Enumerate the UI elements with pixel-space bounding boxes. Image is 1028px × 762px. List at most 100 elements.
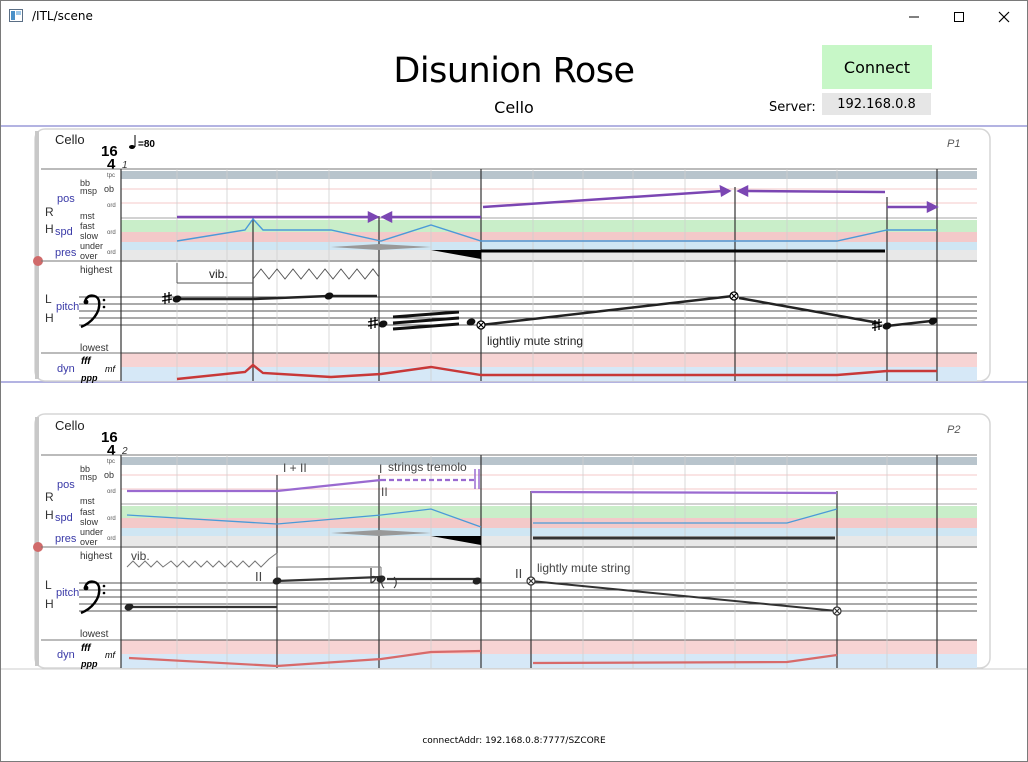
dyn-label-fff: fff — [81, 356, 92, 367]
level-label-bb: bb — [80, 464, 90, 474]
muted-note-icon — [832, 606, 842, 616]
tempo-marking: =80 — [138, 139, 155, 150]
level-label-mst: mst — [80, 211, 95, 221]
bar-number: 2 — [121, 446, 128, 457]
time-signature-top: 16 — [101, 429, 118, 446]
lane-label-spd: spd — [55, 226, 73, 238]
lane-label-pres: pres — [55, 247, 77, 259]
level-label-mst: mst — [80, 496, 95, 506]
bass-clef-icon — [80, 580, 106, 615]
sharp-icon — [871, 319, 883, 331]
close-button[interactable] — [981, 1, 1027, 32]
level-label-lowest: lowest — [80, 629, 109, 640]
level-label-ob: ob — [104, 470, 114, 480]
dyn-label-ppp: ppp — [80, 659, 98, 669]
score-title: Disunion Rose — [393, 51, 635, 91]
string-ii-annotation: II — [381, 485, 388, 499]
tempo-note-icon — [129, 135, 136, 149]
row-label-l: L — [45, 578, 52, 592]
dyn-label-fff: fff — [81, 643, 92, 654]
level-label-ob: ob — [104, 184, 114, 194]
muted-note-icon — [729, 291, 739, 301]
page-label: P1 — [947, 138, 960, 150]
connect-button[interactable]: Connect — [822, 45, 932, 89]
lane-label-pres: pres — [55, 533, 77, 545]
sharp-icon — [367, 317, 379, 329]
level-label-ord-spd: ord — [107, 516, 116, 522]
level-label-highest: highest — [80, 265, 112, 276]
level-label-over: over — [80, 537, 98, 547]
level-label-over: over — [80, 251, 98, 261]
maximize-button[interactable] — [936, 1, 982, 32]
page-label: P2 — [947, 424, 960, 436]
row-label-h-left: H — [45, 597, 54, 611]
level-label-ord-pres: ord — [107, 250, 116, 256]
playhead-marker — [33, 256, 43, 266]
minimize-icon — [909, 16, 919, 17]
level-label-fast: fast — [80, 221, 95, 231]
row-label-l: L — [45, 292, 52, 306]
string-ii-annotation-3: II — [515, 566, 522, 581]
mute-annotation: lightly mute string — [537, 561, 630, 575]
level-label-slow: slow — [80, 231, 99, 241]
staff-instrument-label: Cello — [55, 132, 85, 147]
bass-clef-icon — [80, 294, 106, 329]
maximize-icon — [954, 11, 964, 22]
tremolo-annotation: strings tremolo — [388, 460, 467, 474]
row-label-h-left: H — [45, 311, 54, 325]
minimize-button[interactable] — [891, 1, 937, 32]
score-page-2: Cello 16 4 2 P2 — [33, 413, 991, 669]
dyn-label-ppp: ppp — [80, 373, 98, 383]
dyn-label-mf: mf — [105, 364, 116, 374]
sharp-icon — [161, 292, 173, 304]
level-label-ord-pres: ord — [107, 536, 116, 542]
vib-annotation: vib. — [209, 267, 228, 281]
time-signature-bottom: 4 — [107, 442, 116, 459]
level-label-highest: highest — [80, 551, 112, 562]
server-label: Server: — [769, 100, 816, 115]
level-label-tpc: tpc — [107, 173, 115, 179]
level-label-slow: slow — [80, 517, 99, 527]
string-i-ii-annotation: I + II — [283, 461, 307, 475]
row-label-r: R — [45, 205, 54, 219]
level-label-bb: bb — [80, 178, 90, 188]
level-label-under: under — [80, 527, 103, 537]
time-signature-top: 16 — [101, 143, 118, 160]
level-label-ord: ord — [107, 489, 116, 495]
lane-label-spd: spd — [55, 512, 73, 524]
muted-note-icon — [526, 576, 536, 586]
mute-annotation: lightliy mute string — [487, 334, 583, 348]
staff-instrument-label: Cello — [55, 418, 85, 433]
muted-note-icon — [476, 320, 486, 330]
playhead-marker — [33, 542, 43, 552]
level-label-msp: msp — [80, 472, 97, 482]
close-icon — [998, 11, 1010, 22]
server-address-field[interactable] — [822, 93, 931, 115]
vib-annotation: vib. — [131, 549, 150, 563]
level-label-tpc: tpc — [107, 459, 115, 465]
row-label-h: H — [45, 222, 54, 236]
bar-number: 1 — [122, 160, 128, 171]
string-ii-annotation-2: II — [255, 569, 262, 584]
flat-icon — [370, 568, 377, 584]
title-bar: /ITL/scene — [1, 1, 1027, 32]
level-label-msp: msp — [80, 186, 97, 196]
connect-address-status: connectAddr: 192.168.0.8:7777/SZCORE — [422, 736, 606, 746]
dyn-label-mf: mf — [105, 650, 116, 660]
level-label-fast: fast — [80, 507, 95, 517]
lane-label-pitch: pitch — [56, 301, 79, 313]
harmonic-note-icon — [381, 576, 397, 589]
instrument-name: Cello — [494, 98, 534, 117]
level-label-ord: ord — [107, 203, 116, 209]
score-page-1: Cello 16 4 1 =80 P1 — [33, 128, 991, 383]
row-label-r: R — [45, 490, 54, 504]
lane-label-pos: pos — [57, 479, 75, 491]
lane-label-pos: pos — [57, 193, 75, 205]
level-label-lowest: lowest — [80, 343, 109, 354]
lane-label-dyn: dyn — [57, 649, 75, 661]
lane-label-dyn: dyn — [57, 363, 75, 375]
level-label-under: under — [80, 241, 103, 251]
string-i-annotation: I — [379, 462, 382, 476]
window-title: /ITL/scene — [32, 9, 93, 23]
